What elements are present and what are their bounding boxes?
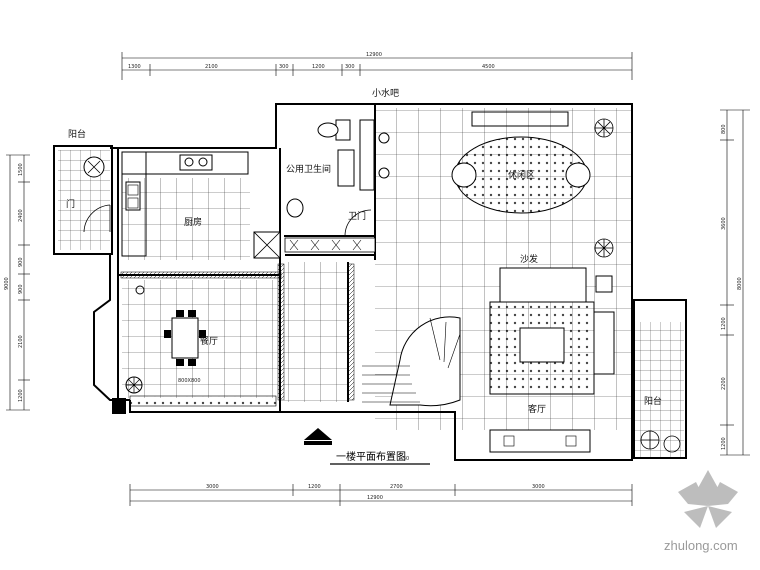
bottom-segment-dims: 3000 1200 2700 3000 [206, 484, 545, 490]
small-bar-label: 小水吧 [372, 87, 399, 99]
plant-balcony [640, 430, 681, 453]
north-arrow-icon [304, 428, 332, 440]
right-total-dim: 8000 [737, 277, 743, 290]
svg-text:900: 900 [18, 257, 24, 267]
watermark-text: zhulong.com [664, 538, 738, 553]
public-bath-label: 公用卫生间 [286, 163, 331, 175]
svg-text:300: 300 [279, 64, 289, 70]
svg-text:4500: 4500 [482, 64, 495, 70]
small-bar-counter [359, 119, 375, 191]
sofa-label: 沙发 [520, 253, 538, 265]
window-top [471, 111, 569, 127]
left-door-label: 门 [66, 198, 75, 210]
svg-text:2200: 2200 [721, 377, 727, 390]
dining-note: 800X800 [178, 378, 201, 384]
watermark-logo-icon [678, 470, 738, 528]
svg-text:2400: 2400 [18, 209, 24, 222]
balcony-left-label: 阳台 [68, 128, 86, 140]
right-balcony-floor [634, 322, 684, 457]
sofa-right [593, 311, 615, 375]
plant-mid-right [594, 238, 614, 258]
svg-text:1200: 1200 [721, 437, 727, 450]
wall-hatch-mid [120, 271, 282, 279]
kitchen-floor [122, 178, 250, 260]
tea-chair-left [451, 162, 477, 188]
drawing-scale: 1:50 [398, 456, 409, 462]
svg-text:900: 900 [18, 284, 24, 294]
svg-text:1200: 1200 [18, 389, 24, 402]
basin [286, 198, 304, 218]
plant-top-right [594, 118, 614, 138]
kitchen-label: 厨房 [184, 216, 202, 228]
bath-door-label: 卫门 [348, 210, 366, 222]
svg-text:1300: 1300 [128, 64, 141, 70]
right-balcony-label: 阳台 [644, 395, 662, 407]
vanity [337, 149, 355, 187]
wall-hatch-right [347, 263, 355, 401]
corridor-floor [284, 262, 348, 402]
tea-chair-right [565, 162, 591, 188]
wall-hatch-left [277, 263, 285, 401]
svg-text:300: 300 [345, 64, 355, 70]
left-dimensions [6, 154, 30, 411]
balcony-door-swing [83, 204, 111, 233]
left-total-dim: 9000 [4, 277, 10, 290]
tea-label: 休闲区 [508, 169, 535, 181]
column [112, 398, 126, 414]
dining-table [171, 317, 199, 359]
left-segment-dims: 1500 2400 900 900 2100 1200 [18, 163, 24, 402]
right-dimensions [720, 109, 750, 456]
kitchen-counter-left [121, 151, 147, 257]
bottom-total-dim: 12900 [367, 495, 383, 501]
svg-text:800: 800 [721, 124, 727, 134]
svg-text:1200: 1200 [308, 484, 321, 490]
svg-text:1200: 1200 [312, 64, 325, 70]
right-segment-dims: 800 3600 1200 2200 1200 [721, 124, 727, 450]
svg-text:3000: 3000 [206, 484, 219, 490]
svg-text:3600: 3600 [721, 217, 727, 230]
spiral-stair [389, 316, 461, 407]
dining-floor [122, 280, 278, 398]
tv-cabinet [489, 429, 591, 453]
top-dimensions [121, 52, 633, 80]
dining-label: 餐厅 [200, 335, 218, 347]
svg-text:1200: 1200 [721, 317, 727, 330]
svg-text:2100: 2100 [18, 335, 24, 348]
toilet [317, 122, 339, 138]
svg-text:2700: 2700 [390, 484, 403, 490]
drawing-title: 一楼平面布置图 [336, 450, 406, 463]
dining-chairs [164, 310, 206, 366]
svg-text:1500: 1500 [18, 163, 24, 176]
top-segment-dims: 1300 2100 300 1200 300 4500 [128, 64, 495, 70]
living-label: 客厅 [528, 403, 546, 415]
side-table [595, 275, 613, 293]
svg-text:3000: 3000 [532, 484, 545, 490]
sink [125, 181, 141, 211]
drawing-title-group: 一楼平面布置图 1:50 [330, 450, 430, 465]
bath-door-swing [344, 209, 372, 237]
sofa-top [499, 267, 587, 303]
coffee-table [519, 327, 565, 363]
dining-sideboard [129, 395, 277, 407]
stair-treads [362, 317, 461, 403]
bottom-dimensions [129, 484, 633, 506]
top-total-dim: 12900 [366, 52, 382, 58]
svg-text:2100: 2100 [205, 64, 218, 70]
bath-shelf [284, 237, 376, 253]
